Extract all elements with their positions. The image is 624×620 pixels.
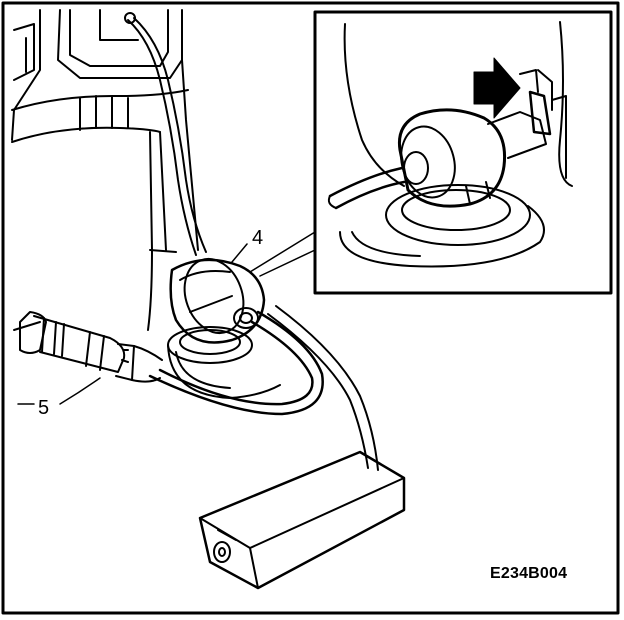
grommet-main [167,326,281,399]
callout-5: 5 [38,397,50,419]
inset-pointer [249,231,316,277]
callout-leaders [17,243,248,405]
push-arrow-icon [473,57,521,119]
module-box [198,450,406,590]
callout-4: 4 [252,227,264,249]
connector-5 [19,311,163,383]
inset-detail [327,21,573,268]
cable-to-module [267,305,379,471]
housing-body [11,9,199,331]
connector-4-main [169,258,266,344]
wire-harness [124,12,207,256]
figure-code: E234B004 [490,565,568,582]
hose-loop [148,310,324,416]
